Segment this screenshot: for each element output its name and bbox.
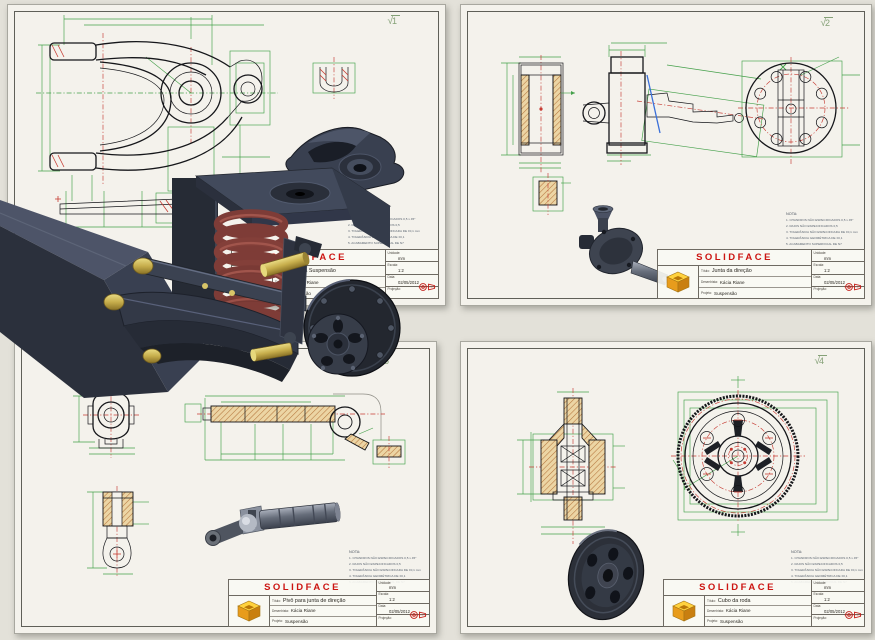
scale-value: 1:2 [398, 268, 404, 273]
sheet-junta-direcao[interactable]: √2 NOTA: 1. CHANFROS NÃO ESPECIFICADOS 0… [460, 4, 872, 306]
iso-render-pivot[interactable] [205, 502, 342, 546]
sheet3-drawing [73, 386, 406, 576]
solidface-brand: SOLIDFACE [664, 580, 811, 596]
roughness-mark: √5 [379, 355, 392, 367]
solidface-brand: SOLIDFACE [232, 250, 385, 266]
first-angle-projection-icon [418, 279, 436, 297]
drafter-name: Kácia Riane [293, 279, 319, 285]
sheet-title: Braço da Suspensão [285, 268, 336, 274]
title-label: Título: [275, 269, 284, 273]
solidface-brand: SOLIDFACE [658, 250, 811, 266]
notes-block: NOTA: 1. CHANFROS NÃO ESPECIFICADOS 0,5 … [786, 212, 858, 246]
solidface-brand: SOLIDFACE [229, 580, 376, 596]
side-view-control-arm[interactable] [55, 191, 187, 228]
sheet-title: Cubo da roda [717, 597, 751, 604]
title-block: SOLIDFACE Título:Junta da direção Desenh… [657, 249, 865, 299]
notes-block: NOTA: 1. CHANFROS NÃO ESPECIFICADOS 0,5 … [348, 211, 434, 246]
title-block: SOLIDFACE Título:Cubo da roda Desenhista… [663, 579, 865, 627]
solidface-logo-icon [229, 596, 270, 626]
section-view-arm-profile[interactable] [312, 57, 356, 99]
section-view-pivot-shaft[interactable] [184, 393, 385, 461]
iso-render-wheel-hub[interactable] [559, 522, 653, 627]
sheet2-drawing [501, 42, 860, 286]
first-angle-projection-icon [409, 607, 427, 625]
roughness-mark: √2 [820, 17, 833, 29]
sheet-braco-suspensao[interactable]: √1 NOTA: 1. CHANFROS NÃO ESPECIFICADOS 0… [7, 4, 446, 306]
detail-section-pivot-end[interactable] [372, 436, 406, 468]
project-label: Projeto: [275, 291, 286, 295]
sheet-cubo-roda[interactable]: √4 NOTA: 1. CHANFROS NÃO ESPECIFICADOS 0… [460, 341, 872, 634]
front-view-control-arm[interactable] [36, 15, 278, 201]
iso-render-knuckle[interactable] [579, 205, 673, 286]
front-view-knuckle-flange[interactable] [738, 56, 860, 165]
solidface-logo-icon [232, 266, 273, 298]
iso-render-control-arm[interactable] [285, 126, 405, 194]
project-name: Suspensão [288, 290, 311, 296]
title-block: SOLIDFACE Título:Braço da Suspensão Dese… [231, 249, 439, 299]
roughness-mark: √4 [814, 355, 827, 367]
front-view-pivot-fork[interactable] [73, 386, 139, 458]
first-angle-projection-icon [844, 279, 862, 297]
section-view-pivot-eye[interactable] [87, 486, 149, 576]
roughness-mark: √1 [387, 15, 400, 27]
first-angle-projection-icon [844, 607, 862, 625]
notes-heading: NOTA: [348, 211, 360, 215]
front-view-wheel-hub[interactable] [671, 376, 839, 536]
unit-value: mm [398, 255, 405, 261]
sheet-title: Pivô para junta de direção [282, 597, 346, 604]
section-view-wheel-hub[interactable] [517, 388, 625, 544]
title-block: SOLIDFACE Título:Pivô para junta de dire… [228, 579, 430, 627]
date-value: 02/05/2012 [398, 280, 419, 286]
section-view-kingpin-housing[interactable] [501, 55, 564, 173]
solidface-logo-icon [664, 596, 705, 626]
side-view-steering-knuckle[interactable] [561, 42, 765, 165]
sheet-title: Junta da direção [711, 268, 752, 274]
solidface-logo-icon [658, 266, 699, 298]
sheet-pivo-junta[interactable]: √5 NOTA: 1. CHANFROS NÃO ESPECIFICADOS 0… [14, 341, 437, 634]
detail-view-bushing[interactable] [532, 173, 571, 215]
drafter-label: Desenhista: [275, 280, 292, 284]
sheet4-drawing [517, 376, 839, 627]
